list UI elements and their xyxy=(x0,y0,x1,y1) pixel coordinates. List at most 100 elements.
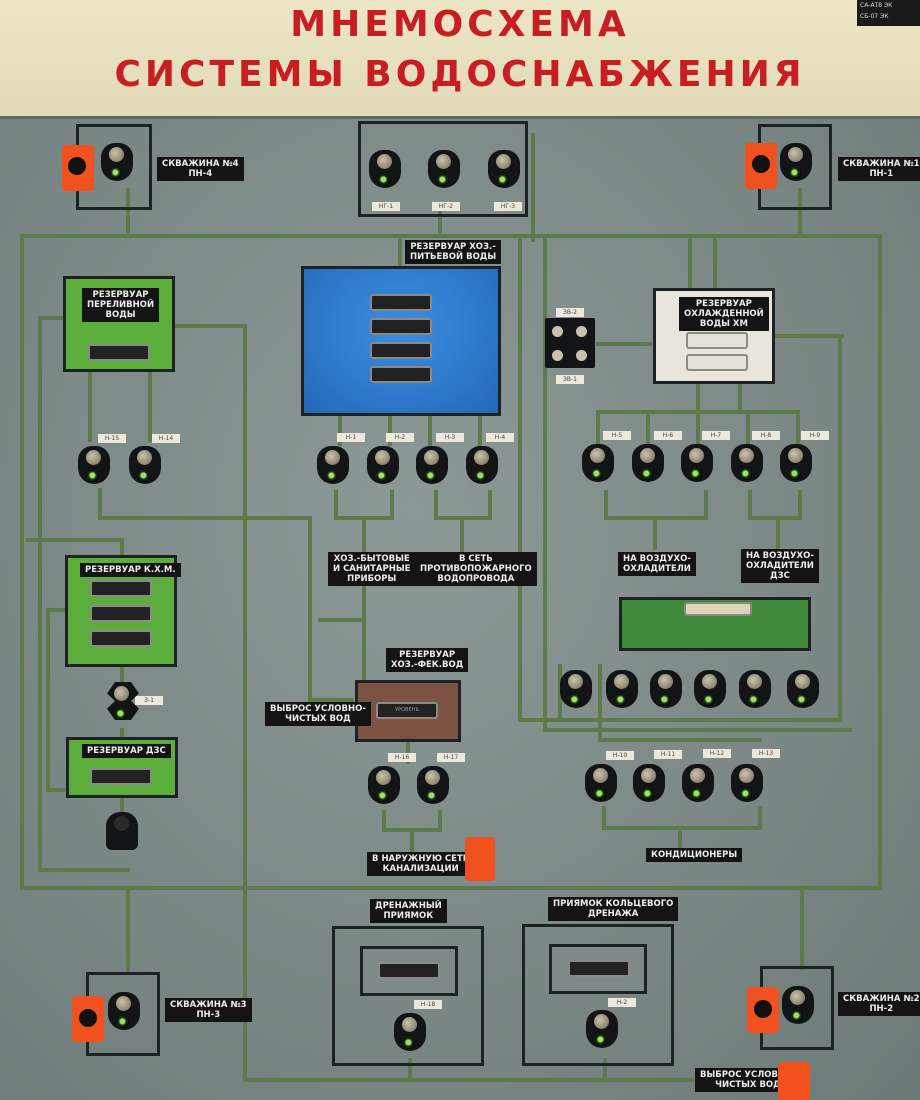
potable-reservoir xyxy=(301,266,501,416)
switch-h17[interactable] xyxy=(415,764,451,810)
label-household-fixtures: ХОЗ.-БЫТОВЫЕ И САНИТАРНЫЕ ПРИБОРЫ xyxy=(328,552,416,586)
sewage-level-gauge: УРОВЕНЬ xyxy=(376,702,438,719)
switch-air-3[interactable] xyxy=(648,668,684,714)
tag-zv1: ЗВ-1 xyxy=(556,375,584,384)
tag-top2: НГ-2 xyxy=(432,202,460,211)
top-pumps-frame xyxy=(358,121,528,217)
label-outer-sewer: В НАРУЖНУЮ СЕТЬ КАНАЛИЗАЦИИ xyxy=(367,852,475,876)
tag-z1: З-1 xyxy=(135,696,163,705)
drain-pit-gauge xyxy=(378,962,440,979)
drain-pit-frame xyxy=(332,926,484,1066)
indicator-well-4-lamp xyxy=(68,157,86,175)
switch-h9[interactable] xyxy=(778,442,814,488)
tag-h10: Н-10 xyxy=(606,751,634,760)
indicator-well-1-lamp xyxy=(752,155,770,173)
switch-air-1[interactable] xyxy=(558,668,594,714)
switch-well-2[interactable] xyxy=(780,984,816,1030)
air-cooler-gauge xyxy=(684,602,752,616)
switch-dzs[interactable] xyxy=(104,810,140,856)
switch-h18[interactable] xyxy=(392,1011,428,1057)
tag-h13: Н-13 xyxy=(752,749,780,758)
tag-h18: Н-18 xyxy=(414,1000,442,1009)
title-line-2: СИСТЕМЫ ВОДОСНАБЖЕНИЯ xyxy=(114,54,806,95)
chilled-gauge-2 xyxy=(686,354,748,371)
label-air-conditioners: КОНДИЦИОНЕРЫ xyxy=(646,848,743,862)
zv-button-1[interactable] xyxy=(552,326,563,337)
switch-h15[interactable] xyxy=(76,444,112,490)
tag-zv2: ЗВ-2 xyxy=(556,308,584,317)
switch-h13[interactable] xyxy=(729,762,765,808)
switch-air-4[interactable] xyxy=(692,668,728,714)
tag-h12: Н-12 xyxy=(703,749,731,758)
switch-h4[interactable] xyxy=(464,444,500,490)
switch-top-3[interactable] xyxy=(486,148,522,194)
switch-h7[interactable] xyxy=(679,442,715,488)
switch-h11[interactable] xyxy=(631,762,667,808)
kxm-gauge-1 xyxy=(90,580,152,597)
switch-well-4[interactable] xyxy=(99,141,135,187)
zv-button-4[interactable] xyxy=(576,350,587,361)
zv-switch-plate xyxy=(545,318,595,368)
label-ring-drain-pit: ПРИЯМОК КОЛЬЦЕВОГО ДРЕНАЖА xyxy=(548,897,679,921)
ring-drain-gauge xyxy=(568,960,630,977)
label-well-1: СКВАЖИНА №1 ПН-1 xyxy=(838,157,920,181)
potable-gauge-4 xyxy=(370,366,432,383)
kxm-gauge-3 xyxy=(90,630,152,647)
switch-h3[interactable] xyxy=(414,444,450,490)
label-well-2: СКВАЖИНА №2 ПН-2 xyxy=(838,992,920,1016)
label-air-coolers-dzs: НА ВОЗДУХО- ОХЛАДИТЕЛИ ДЗС xyxy=(741,549,819,583)
ring-drain-frame xyxy=(522,924,674,1066)
switch-h8[interactable] xyxy=(729,442,765,488)
label-dzs-reservoir: РЕЗЕРВУАР ДЗС xyxy=(82,744,171,758)
potable-gauge-1 xyxy=(370,294,432,311)
switch-h10[interactable] xyxy=(583,762,619,808)
label-sewage-reservoir: РЕЗЕРВУАР ХОЗ.-ФЕК.ВОД xyxy=(386,648,469,672)
tag-h3: Н-3 xyxy=(436,433,464,442)
indicator-discharge xyxy=(778,1062,810,1100)
tag-h15: Н-15 xyxy=(98,434,126,443)
tag-h4: Н-4 xyxy=(486,433,514,442)
indicator-well-2-lamp xyxy=(754,1000,772,1018)
tag-h6: Н-6 xyxy=(654,431,682,440)
indicator-well-3-lamp xyxy=(79,1009,97,1027)
label-well-4: СКВАЖИНА №4 ПН-4 xyxy=(157,157,244,181)
switch-h2[interactable] xyxy=(365,444,401,490)
indicator-outer-sewer xyxy=(465,837,495,881)
tag-h8: Н-8 xyxy=(752,431,780,440)
switch-air-6[interactable] xyxy=(785,668,821,714)
zv-button-3[interactable] xyxy=(552,350,563,361)
tag-h16: Н-16 xyxy=(388,753,416,762)
switch-well-3[interactable] xyxy=(106,990,142,1036)
label-chilled-reservoir: РЕЗЕРВУАР ОХЛАЖДЕННОЙ ВОДЫ ХМ xyxy=(679,297,769,331)
tag-top1: НГ-1 xyxy=(372,202,400,211)
label-air-coolers: НА ВОЗДУХО- ОХЛАДИТЕЛИ xyxy=(618,552,696,576)
tag-h7: Н-7 xyxy=(702,431,730,440)
tag-h11: Н-11 xyxy=(654,750,682,759)
switch-top-2[interactable] xyxy=(426,148,462,194)
switch-h1[interactable] xyxy=(315,444,351,490)
air-cooler-panel xyxy=(619,597,811,651)
zv-button-2[interactable] xyxy=(576,326,587,337)
switch-h5[interactable] xyxy=(580,442,616,488)
switch-top-1[interactable] xyxy=(367,148,403,194)
label-drain-pit: ДРЕНАЖНЫЙ ПРИЯМОК xyxy=(370,899,447,923)
corner-plate: СА-АТ8 ЭК СБ-07 ЭК xyxy=(857,0,920,26)
overflow-gauge xyxy=(88,344,150,361)
switch-well-1[interactable] xyxy=(778,141,814,187)
dzs-gauge xyxy=(90,768,152,785)
switch-h14[interactable] xyxy=(127,444,163,490)
switch-h2-ring[interactable] xyxy=(584,1008,620,1054)
switch-h16[interactable] xyxy=(366,764,402,810)
switch-air-5[interactable] xyxy=(737,668,773,714)
label-kxm-reservoir: РЕЗЕРВУАР К.Х.М. xyxy=(80,563,181,577)
tag-h14: Н-14 xyxy=(152,434,180,443)
tag-top3: НГ-3 xyxy=(494,202,522,211)
tag-h2-ring: Н-2 xyxy=(608,998,636,1007)
valve-z1[interactable] xyxy=(105,680,139,728)
tag-h1: Н-1 xyxy=(337,433,365,442)
tag-h9: Н-9 xyxy=(801,431,829,440)
switch-air-2[interactable] xyxy=(604,668,640,714)
switch-h6[interactable] xyxy=(630,442,666,488)
switch-h12[interactable] xyxy=(680,762,716,808)
